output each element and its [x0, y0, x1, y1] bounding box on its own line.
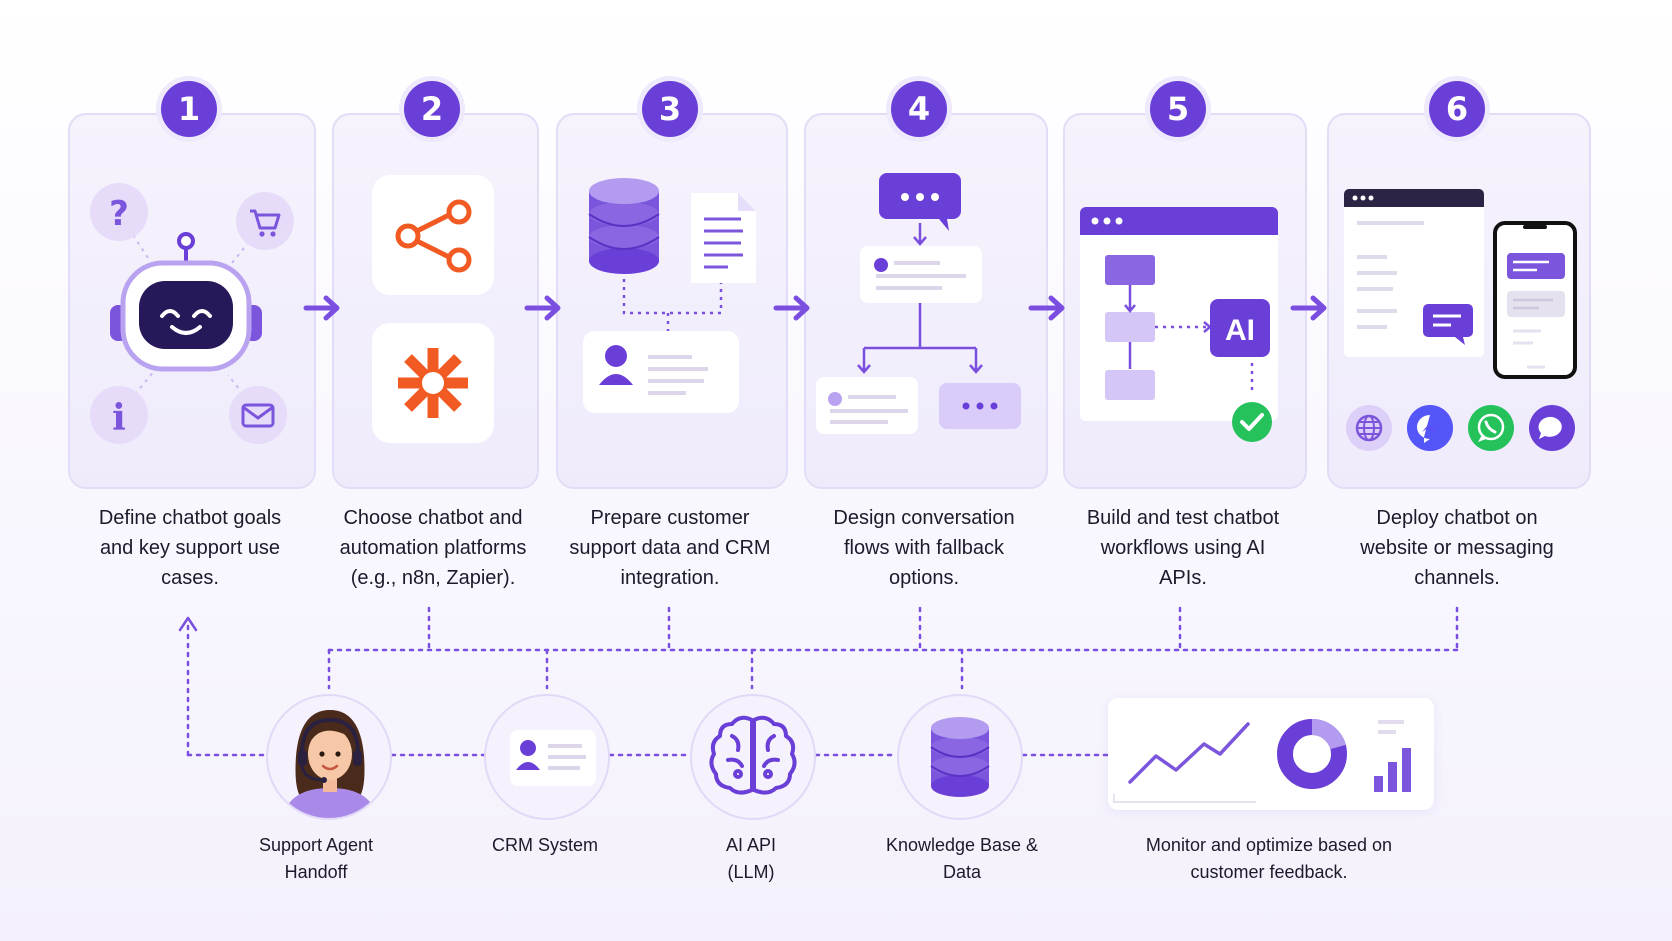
step-badge-4: 4: [891, 81, 947, 137]
chat-icon: [1529, 405, 1575, 451]
contact-card-icon: [510, 730, 596, 786]
cart-icon: [236, 192, 294, 250]
arrow-right-icon: [524, 295, 561, 321]
arrow-right-icon: [1290, 295, 1327, 321]
crm-system-label: CRM System: [491, 835, 598, 855]
step-caption-6: Deploy chatbot on website or messaging c…: [1360, 507, 1554, 589]
ai-api-node: [690, 694, 816, 820]
step5-illustration: AI: [1080, 207, 1278, 442]
monitor-label: Monitor and optimize based on customer f…: [1145, 835, 1393, 882]
step-badge-1: 1: [161, 81, 217, 137]
brain-icon: [709, 715, 797, 795]
step-caption-2: Choose chatbot and automation platforms …: [339, 507, 527, 589]
database-icon: [588, 178, 660, 274]
step3-illustration: [583, 178, 756, 413]
knowledge-base-label: Knowledge Base & Data: [885, 835, 1039, 882]
step-badge-6: 6: [1429, 81, 1485, 137]
step-card-3: [556, 113, 788, 489]
donut-chart-icon: [1277, 719, 1347, 789]
step-caption-3: Prepare customer support data and CRM in…: [569, 507, 771, 589]
question-icon: ?: [90, 183, 148, 241]
line-chart-icon: [1113, 722, 1256, 803]
support-agent-label: Support Agent Handoff: [258, 835, 374, 882]
step-caption-5: Build and test chatbot workflows using A…: [1086, 507, 1280, 589]
n8n-icon: [372, 175, 494, 295]
support-agent-node: [266, 694, 392, 820]
flowchart-icon: [1105, 255, 1254, 400]
whatsapp-icon: [1468, 405, 1514, 451]
arrow-right-icon: [303, 295, 340, 321]
contact-card-icon: [583, 331, 739, 413]
step1-illustration: ? i: [90, 183, 294, 444]
step4-illustration: [816, 173, 1021, 434]
step6-illustration: [1344, 189, 1577, 451]
info-icon: i: [90, 386, 148, 444]
monitor-panel: [1108, 698, 1434, 810]
step2-illustration: [372, 175, 494, 443]
document-icon: [691, 193, 756, 283]
step-badge-3: 3: [642, 81, 698, 137]
step-caption-1: Define chatbot goals and key support use…: [98, 507, 282, 589]
svg-text:?: ?: [109, 194, 129, 234]
agent-avatar-icon: [282, 710, 378, 818]
checkmark-icon: [1232, 402, 1272, 442]
arrow-right-icon: [773, 295, 810, 321]
ai-api-label: AI API (LLM): [725, 835, 777, 882]
robot-icon: [110, 232, 262, 372]
database-icon: [930, 717, 990, 797]
crm-system-node: [484, 694, 610, 820]
chat-bubble-icon: [1423, 304, 1473, 345]
mail-icon: [229, 386, 287, 444]
chat-bubble-icon: [879, 173, 961, 231]
step-badge-2: 2: [404, 81, 460, 137]
svg-text:i: i: [112, 397, 126, 439]
arrow-right-icon: [1028, 295, 1065, 321]
ai-label: AI: [1225, 314, 1255, 347]
bar-chart-icon: [1374, 720, 1411, 792]
messenger-icon: [1407, 405, 1453, 451]
phone-icon: [1493, 221, 1577, 379]
step-badge-5: 5: [1150, 81, 1206, 137]
zapier-icon: [372, 323, 494, 443]
step-caption-4: Design conversation flows with fallback …: [833, 507, 1015, 589]
globe-icon: [1346, 405, 1392, 451]
knowledge-base-node: [897, 694, 1023, 820]
